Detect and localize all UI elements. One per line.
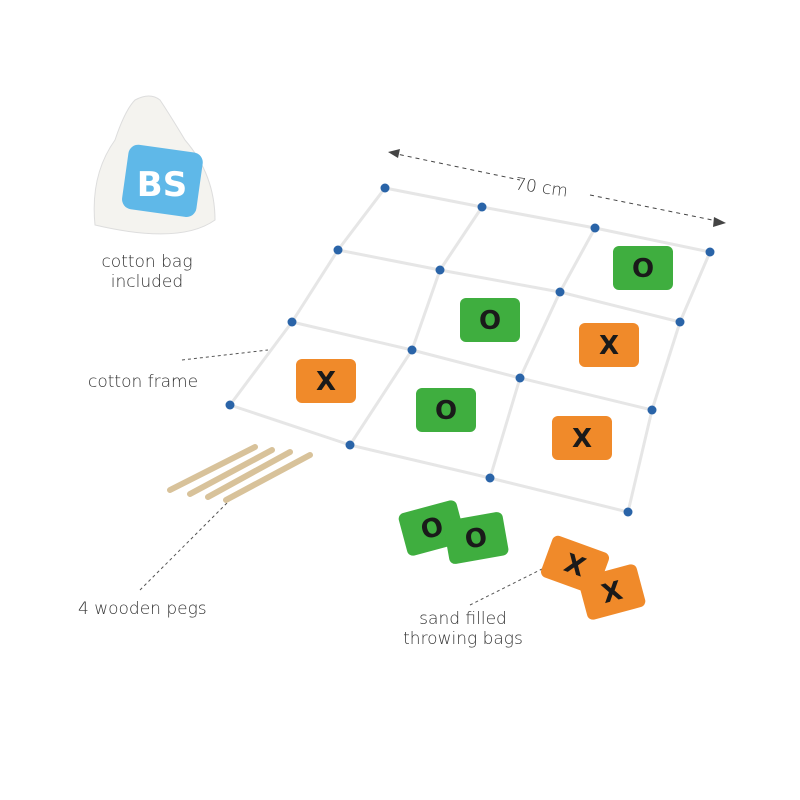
rope bbox=[290, 249, 340, 323]
green-o-bag: O bbox=[460, 298, 520, 342]
bead bbox=[477, 202, 487, 212]
bead bbox=[675, 317, 685, 327]
rope bbox=[336, 187, 387, 251]
cotton-frame-grid bbox=[225, 183, 715, 517]
rope bbox=[488, 377, 522, 479]
cotton-bag-label: cotton bag included bbox=[92, 252, 202, 292]
pegs-label: 4 wooden pegs bbox=[78, 599, 207, 619]
bead bbox=[705, 247, 715, 257]
dimension-line-right bbox=[589, 194, 723, 223]
rope bbox=[291, 320, 413, 352]
rope bbox=[558, 227, 597, 293]
cotton-bag: BS bbox=[93, 95, 216, 235]
green-o-bag: O bbox=[443, 512, 509, 564]
rope bbox=[489, 476, 629, 514]
cotton-bag-label-line2: included bbox=[110, 272, 184, 292]
rope bbox=[519, 376, 653, 412]
bead bbox=[623, 507, 633, 517]
bead bbox=[333, 245, 343, 255]
rope bbox=[439, 268, 561, 294]
bead bbox=[647, 405, 657, 415]
svg-text:O: O bbox=[632, 254, 654, 284]
bags-label-line1: sand filled bbox=[419, 609, 507, 629]
bag-logo: BS bbox=[137, 165, 187, 205]
rope bbox=[650, 321, 682, 411]
rope bbox=[349, 443, 491, 480]
svg-text:X: X bbox=[316, 367, 336, 397]
svg-text:O: O bbox=[463, 522, 490, 555]
green-o-bag: O bbox=[416, 388, 476, 432]
bags-label-line2: throwing bags bbox=[403, 629, 523, 649]
bead bbox=[435, 265, 445, 275]
bead bbox=[485, 473, 495, 483]
rope bbox=[229, 403, 351, 447]
svg-text:X: X bbox=[599, 331, 619, 361]
rope bbox=[559, 290, 681, 324]
orange-x-bag: X bbox=[578, 564, 646, 620]
bead bbox=[345, 440, 355, 450]
bags-label: sand filled throwing bags bbox=[388, 609, 538, 649]
cotton-frame-label: cotton frame bbox=[88, 372, 199, 392]
orange-x-bag: X bbox=[296, 359, 356, 403]
rope bbox=[438, 206, 484, 271]
rope bbox=[481, 205, 596, 230]
cotton-bag-label-line1: cotton bag bbox=[101, 252, 193, 272]
rope bbox=[678, 251, 712, 323]
rope bbox=[348, 349, 414, 446]
dimension-line-left bbox=[391, 152, 521, 181]
svg-text:O: O bbox=[435, 396, 457, 426]
wooden-pegs bbox=[167, 444, 313, 503]
rope bbox=[228, 321, 294, 406]
svg-text:X: X bbox=[572, 424, 592, 454]
bead bbox=[407, 345, 417, 355]
bead bbox=[287, 317, 297, 327]
rope bbox=[410, 269, 442, 351]
rope bbox=[411, 348, 521, 380]
orange-x-bag: X bbox=[579, 323, 639, 367]
bead bbox=[225, 400, 235, 410]
rope bbox=[384, 186, 483, 209]
orange-x-bag: X bbox=[552, 416, 612, 460]
rope bbox=[337, 248, 441, 272]
bead bbox=[515, 373, 525, 383]
bead bbox=[555, 287, 565, 297]
bead bbox=[380, 183, 390, 193]
rope bbox=[594, 226, 711, 254]
svg-text:O: O bbox=[479, 306, 501, 336]
rope bbox=[518, 291, 562, 379]
bead bbox=[590, 223, 600, 233]
rope bbox=[626, 409, 654, 513]
green-o-bag: O bbox=[613, 246, 673, 290]
